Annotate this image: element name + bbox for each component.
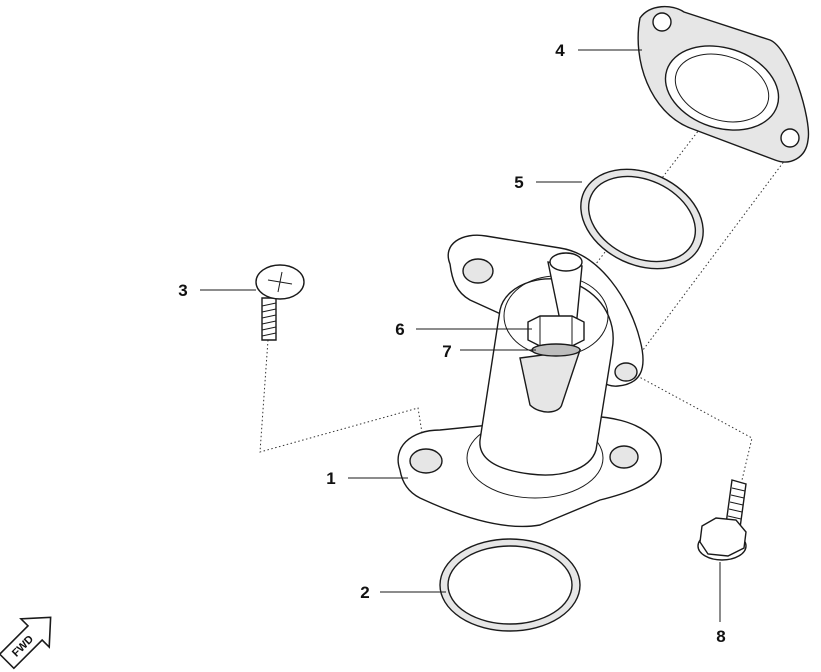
flange-gasket-icon: [637, 5, 810, 163]
callout-7: 7: [442, 342, 451, 361]
callout-1: 1: [326, 469, 335, 488]
upper-o-ring-icon: [580, 168, 704, 270]
tensioner-housing-icon: [397, 234, 663, 528]
callout-2: 2: [360, 583, 369, 602]
forward-direction-arrow-icon: FWD: [0, 616, 52, 670]
callout-3: 3: [178, 281, 187, 300]
washer-icon: [531, 343, 581, 357]
assembly-guide-lines: [259, 99, 801, 481]
leader-lines: [200, 49, 721, 622]
phillips-screw-icon: [255, 264, 305, 341]
callout-6: 6: [395, 320, 404, 339]
callout-labels: 1 2 3 4 5 6 7 8: [178, 41, 725, 646]
callout-8: 8: [716, 627, 725, 646]
hex-nut-icon: [527, 315, 585, 347]
lower-o-ring-icon: [439, 538, 581, 632]
callout-5: 5: [514, 173, 523, 192]
callout-4: 4: [555, 41, 565, 60]
flange-bolt-icon: [697, 479, 747, 561]
tensioner-plunger-icon: [519, 252, 583, 413]
